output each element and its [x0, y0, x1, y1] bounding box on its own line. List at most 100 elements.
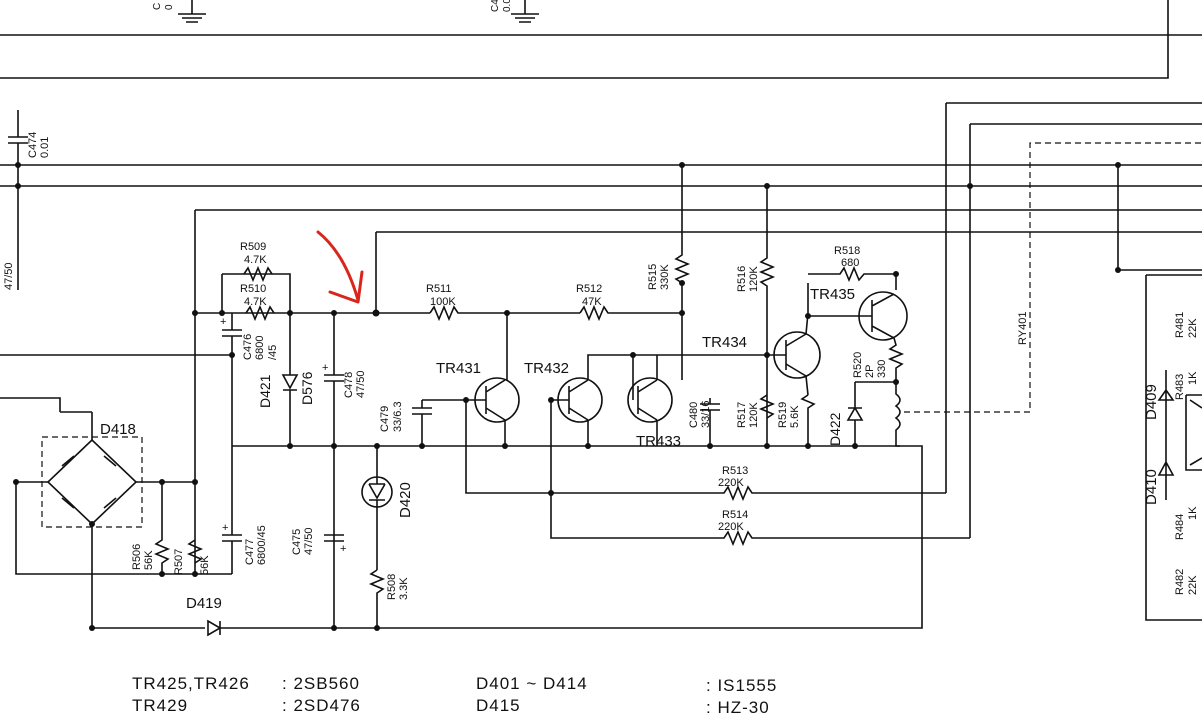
svg-text:220K: 220K	[718, 477, 744, 489]
svg-text:1K: 1K	[1187, 371, 1199, 385]
parts-ref-3: D401 ~ D414	[476, 674, 588, 693]
svg-text:D409: D409	[1143, 384, 1160, 420]
svg-text:330K: 330K	[659, 264, 671, 290]
r508-resistor: R508 3.3K	[368, 569, 410, 628]
parts-val-3: : IS1555	[706, 676, 778, 695]
svg-text:R516: R516	[736, 266, 748, 292]
svg-text:0: 0	[164, 4, 175, 10]
d576-label: D576	[299, 371, 315, 405]
c477-capacitor: + C477 6800/45	[222, 446, 268, 574]
r516-resistor: R516 120K	[736, 186, 776, 446]
svg-text:TR435: TR435	[810, 286, 855, 303]
tr431-transistor: TR431	[436, 360, 520, 423]
d419-diode: D419	[92, 445, 923, 637]
r511-resistor: R511 100K	[426, 283, 580, 322]
r513-resistor: R513 220K	[465, 400, 946, 502]
c474-capacitor: C474 0.01 47/50	[3, 110, 51, 290]
svg-text:R517: R517	[736, 402, 748, 428]
svg-text:330: 330	[876, 360, 888, 378]
c480-capacitor: C480 33/16	[688, 398, 720, 446]
bus-rails	[0, 102, 1202, 621]
relay-coil: RY401	[894, 142, 1202, 447]
r510-resistor: R510 4.7K	[240, 283, 275, 322]
svg-text:R506: R506	[131, 544, 143, 570]
c478-capacitor: + C478 47/50	[322, 313, 367, 628]
r512-resistor: R512 47K	[576, 283, 682, 322]
c479-capacitor: C479 33/6.3	[379, 399, 466, 449]
svg-text:R520: R520	[852, 352, 864, 378]
svg-text:4.7K: 4.7K	[244, 254, 267, 266]
svg-text:120K: 120K	[748, 266, 760, 292]
svg-text:+: +	[340, 543, 346, 555]
parts-val-4: : HZ-30	[706, 698, 770, 717]
c475-capacitor: + C475 47/50	[291, 527, 346, 555]
svg-text:C474: C474	[27, 132, 39, 158]
svg-text:R509: R509	[240, 241, 266, 253]
svg-text:R510: R510	[240, 283, 266, 295]
svg-text:47/50: 47/50	[355, 370, 367, 398]
svg-text:C480: C480	[688, 402, 700, 428]
svg-text:33/16: 33/16	[700, 400, 712, 428]
svg-text:D422: D422	[827, 412, 843, 446]
svg-text:5.6K: 5.6K	[789, 405, 801, 428]
svg-text:C476: C476	[242, 334, 254, 360]
svg-text:+: +	[322, 362, 328, 374]
svg-text:R508: R508	[386, 574, 398, 600]
svg-text:/45: /45	[267, 345, 279, 360]
svg-text:D418: D418	[100, 421, 136, 438]
svg-text:220K: 220K	[718, 521, 744, 533]
svg-text:56K: 56K	[143, 550, 155, 570]
svg-text:R484: R484	[1174, 514, 1186, 540]
svg-text:33/6.3: 33/6.3	[392, 401, 404, 432]
svg-text:0.0: 0.0	[502, 0, 513, 12]
svg-text:TR431: TR431	[436, 360, 481, 377]
svg-text:D421: D421	[257, 374, 273, 408]
svg-text:C475: C475	[291, 529, 303, 555]
r519-resistor: R519 5.6K	[777, 394, 816, 446]
svg-text:R511: R511	[426, 283, 451, 295]
svg-text:3.3K: 3.3K	[398, 577, 410, 600]
svg-text:C479: C479	[379, 406, 391, 432]
svg-text:RY401: RY401	[1017, 312, 1029, 345]
svg-text:D419: D419	[186, 595, 222, 612]
svg-text:TR432: TR432	[524, 360, 569, 377]
tr433-transistor: TR433	[627, 355, 681, 450]
svg-text:2P: 2P	[864, 365, 876, 378]
svg-text:6800/45: 6800/45	[256, 525, 268, 565]
tr435-transistor: TR435 R518 680	[805, 245, 908, 341]
top-frame: C 0 C4 0.0	[0, 0, 1202, 79]
parts-val-2: : 2SD476	[282, 696, 361, 715]
parts-ref-2: TR429	[132, 696, 189, 715]
r514-resistor: R514 220K	[548, 400, 970, 547]
svg-text:4.7K: 4.7K	[244, 296, 267, 308]
svg-text:D420: D420	[397, 482, 414, 518]
svg-text:C: C	[152, 3, 163, 10]
r507-resistor: R507 56K	[173, 539, 211, 575]
svg-text:C477: C477	[244, 539, 256, 565]
svg-text:R514: R514	[722, 509, 748, 521]
svg-text:R482: R482	[1174, 569, 1186, 595]
svg-text:TR434: TR434	[702, 334, 747, 351]
svg-text:R518: R518	[834, 245, 860, 257]
svg-text:R507: R507	[173, 549, 185, 575]
parts-val-1: : 2SB560	[282, 674, 360, 693]
svg-text:C478: C478	[343, 372, 355, 398]
svg-text:120K: 120K	[748, 402, 760, 428]
svg-text:680: 680	[841, 257, 859, 269]
svg-text:22K: 22K	[1187, 318, 1199, 338]
r515-resistor: R515 330K	[647, 165, 691, 380]
svg-text:47K: 47K	[582, 296, 602, 308]
r520-resistor: R520 2P 330	[852, 337, 905, 385]
svg-text:47/50: 47/50	[303, 527, 315, 555]
red-arrow-annotation	[316, 230, 364, 304]
svg-text:R483: R483	[1174, 374, 1186, 400]
d422-diode: D422	[827, 381, 896, 446]
svg-text:+: +	[222, 522, 228, 534]
svg-text:6800: 6800	[254, 336, 266, 360]
svg-text:56K: 56K	[199, 555, 211, 575]
d418-bridge-rectifier: D418	[13, 411, 195, 631]
tr434-transistor: TR434	[702, 283, 821, 396]
tr432-transistor: TR432	[524, 354, 767, 423]
